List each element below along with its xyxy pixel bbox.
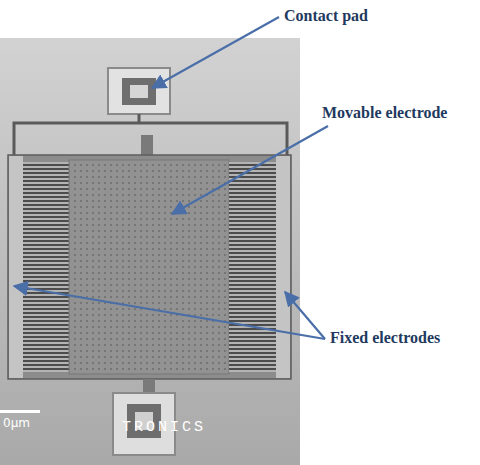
leader-arrow bbox=[14, 286, 325, 339]
contact-pad-top bbox=[108, 68, 170, 114]
comb-fingers-right bbox=[229, 162, 276, 372]
movable-electrode bbox=[69, 160, 229, 374]
frame-wire bbox=[14, 114, 287, 156]
anchor-stem bbox=[143, 379, 155, 394]
scale-bar bbox=[0, 410, 40, 413]
comb-capacitor bbox=[8, 155, 291, 379]
fixed-electrode-right bbox=[276, 156, 290, 378]
scale-label: 0μm bbox=[3, 416, 30, 430]
image-background bbox=[0, 38, 300, 465]
callout-label: Contact pad bbox=[284, 7, 368, 25]
leader-arrow bbox=[172, 126, 328, 214]
fixed-electrode-left bbox=[9, 156, 23, 378]
callout-label: Fixed electrodes bbox=[330, 329, 440, 347]
leader-arrow bbox=[152, 17, 279, 88]
comb-fingers-left bbox=[23, 162, 69, 372]
leader-arrows bbox=[14, 17, 328, 339]
callout-label: Movable electrode bbox=[322, 104, 447, 122]
leader-arrow bbox=[285, 292, 325, 339]
anchor-stem bbox=[141, 135, 153, 156]
watermark: TRONICS bbox=[122, 419, 206, 436]
